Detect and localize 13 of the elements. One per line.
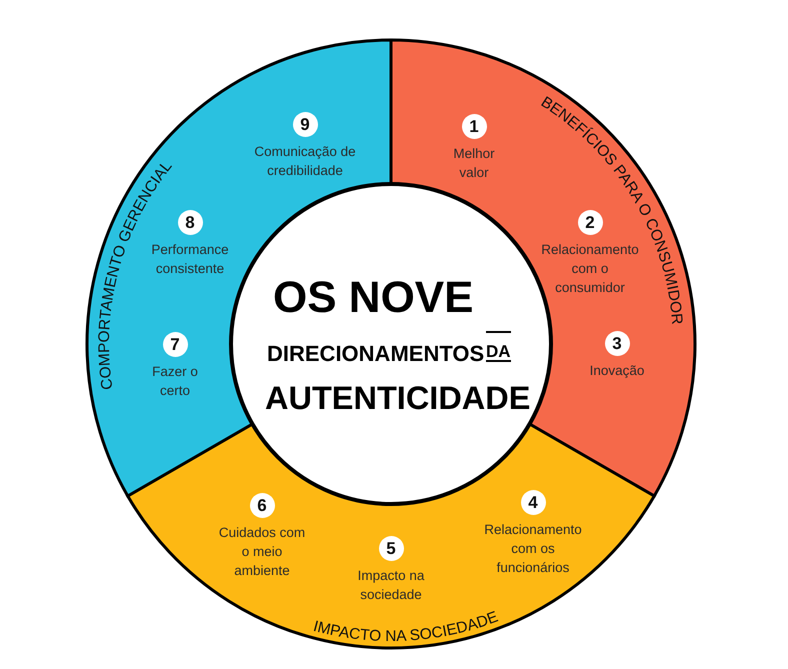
headline-text: DA	[486, 331, 511, 362]
item-label: Impacto na sociedade	[356, 567, 426, 604]
item-label: Fazer o certo	[151, 363, 199, 400]
item-label: Comunicação de credibilidade	[253, 143, 357, 180]
item-label: Relacionamento com o consumidor	[540, 241, 640, 297]
item-label: Inovação	[588, 362, 646, 380]
headline-text: OS NOVE	[273, 276, 474, 320]
item-label: Cuidados com o meio ambiente	[218, 524, 306, 580]
item-label: Performance consistente	[150, 241, 230, 278]
headline-text: AUTENTICIDADE	[265, 382, 530, 414]
headline-text: DIRECIONAMENTOS	[267, 343, 484, 365]
item-label: Relacionamento com os funcionários	[483, 521, 583, 577]
item-label: Melhor valor	[452, 145, 496, 182]
